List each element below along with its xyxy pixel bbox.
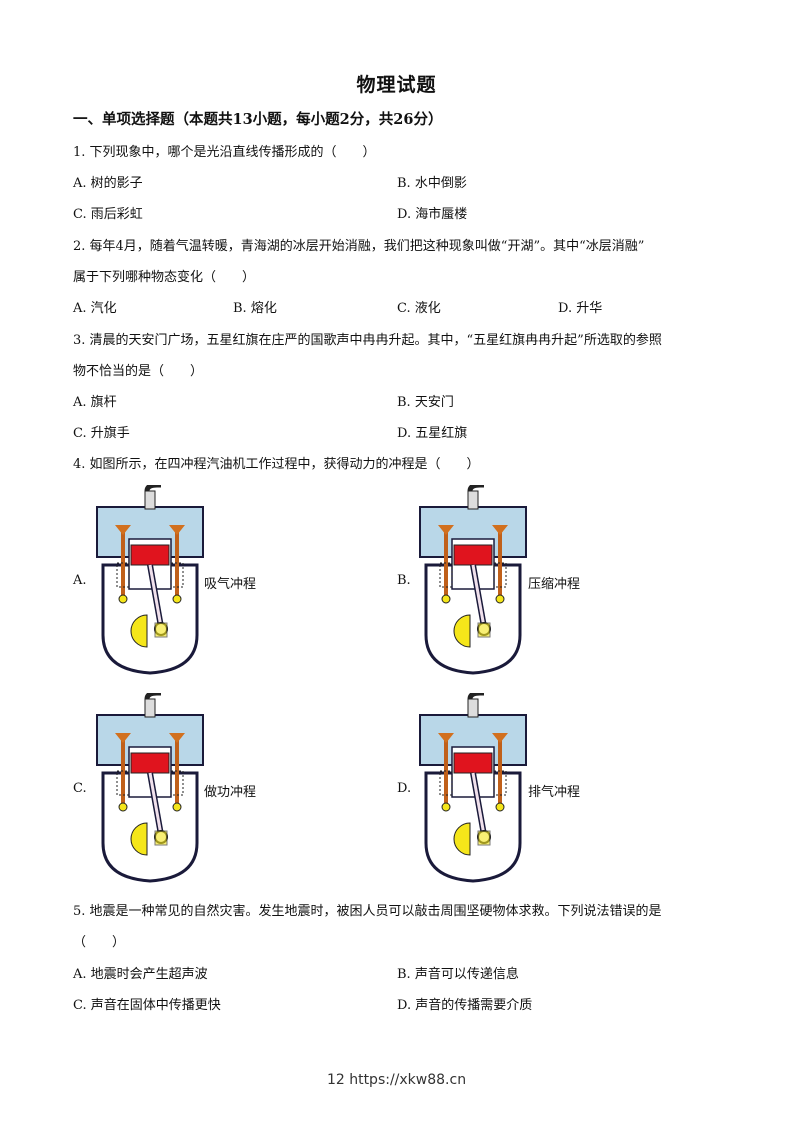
question-2-stem-line1: 2. 每年4月，随着气温转暖，青海湖的冰层开始消融，我们把这种现象叫做“开湖”。… [73, 239, 645, 254]
question-3-stem-line2: 物不恰当的是（ ） [73, 364, 204, 379]
q3-option-a: A. 旗杆 [73, 395, 117, 410]
q5-option-b: B. 声音可以传递信息 [397, 967, 519, 982]
q3-option-c: C. 升旗手 [73, 426, 130, 441]
section-heading: 一、单项选择题（本题共13小题，每小题2分，共26分） [73, 111, 443, 128]
engine-exhaust-stroke-diagram [418, 693, 528, 883]
page-title: 物理试题 [356, 74, 437, 96]
q1-option-b: B. 水中倒影 [397, 176, 467, 191]
q2-option-b: B. 熔化 [233, 301, 277, 316]
q4-option-b-letter: B. [397, 573, 411, 588]
q4-option-d-caption: 排气冲程 [528, 785, 581, 800]
q4-option-c-caption: 做功冲程 [204, 785, 257, 800]
q4-option-c-letter: C. [73, 781, 87, 796]
q3-option-d: D. 五星红旗 [397, 426, 468, 441]
question-1-stem: 1. 下列现象中，哪个是光沿直线传播形成的（ ） [73, 145, 376, 160]
question-2-stem-line2: 属于下列哪种物态变化（ ） [73, 270, 256, 285]
question-5-stem-line1: 5. 地震是一种常见的自然灾害。发生地震时，被困人员可以敲击周围坚硬物体求救。下… [73, 904, 662, 919]
q2-option-d: D. 升华 [558, 301, 603, 316]
q5-option-c: C. 声音在固体中传播更快 [73, 998, 221, 1013]
question-5-stem-line2: （ ） [73, 935, 126, 950]
engine-intake-stroke-diagram [95, 485, 205, 675]
q2-option-c: C. 液化 [397, 301, 441, 316]
q4-option-d-letter: D. [397, 781, 412, 796]
engine-compression-stroke-diagram [418, 485, 528, 675]
q4-option-a-letter: A. [73, 573, 87, 588]
question-4-stem: 4. 如图所示，在四冲程汽油机工作过程中，获得动力的冲程是（ ） [73, 457, 480, 472]
q1-option-a: A. 树的影子 [73, 176, 143, 191]
q4-option-b-caption: 压缩冲程 [528, 577, 581, 592]
engine-power-stroke-diagram [95, 693, 205, 883]
page-footer: 12 https://xkw88.cn [326, 1072, 467, 1088]
q4-option-a-caption: 吸气冲程 [204, 577, 257, 592]
q1-option-d: D. 海市蜃楼 [397, 207, 468, 222]
q2-option-a: A. 汽化 [73, 301, 117, 316]
q1-option-c: C. 雨后彩虹 [73, 207, 143, 222]
question-3-stem-line1: 3. 清晨的天安门广场，五星红旗在庄严的国歌声中冉冉升起。其中，“五星红旗冉冉升… [73, 333, 662, 348]
q5-option-a: A. 地震时会产生超声波 [73, 967, 208, 982]
q5-option-d: D. 声音的传播需要介质 [397, 998, 533, 1013]
q3-option-b: B. 天安门 [397, 395, 454, 410]
